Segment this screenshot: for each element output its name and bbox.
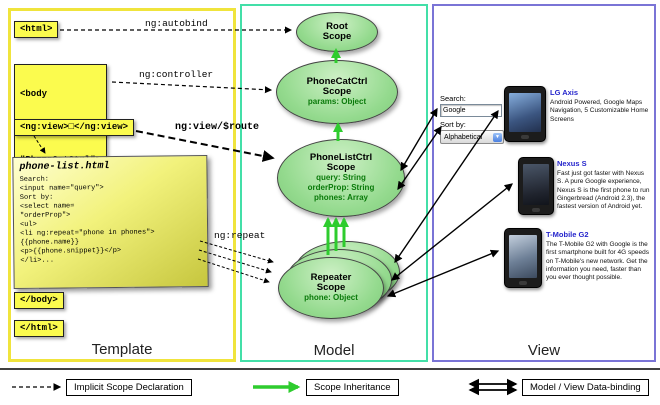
phone-desc: Android Powered, Google Maps Navigation,… <box>550 99 649 123</box>
phone-link[interactable]: Nexus S <box>557 159 587 168</box>
phone-button <box>519 281 527 285</box>
arrow-label-ng-view-route: ng:view/$route <box>175 122 260 133</box>
arrow-label-ng-autobind: ng:autobind <box>145 18 208 29</box>
scope-root: Root Scope <box>296 12 378 52</box>
phone-list-note: phone-list.html Search: <input name="que… <box>12 154 209 290</box>
search-label: Search: <box>440 94 466 103</box>
phone-screen <box>509 235 537 278</box>
sort-select-value: Alphabetical <box>444 133 483 141</box>
phone-row: Nexus S Fast just got faster with Nexus … <box>557 159 651 211</box>
view-form: Search: Google Sort by: Alphabetical ▼ <box>440 94 504 144</box>
panel-label-template: Template <box>91 341 153 358</box>
phone-row: LG Axis Android Powered, Google Maps Nav… <box>550 88 650 124</box>
search-input-value: Google <box>443 107 466 114</box>
scope-name: Repeater Scope <box>310 271 352 293</box>
scope-property: orderProp: String <box>307 183 375 193</box>
scope-name: PhoneListCtrl Scope <box>309 151 373 173</box>
note-title: phone-list.html <box>19 161 110 173</box>
sort-select[interactable]: Alphabetical ▼ <box>440 130 504 144</box>
code-line: </li>... <box>20 256 55 265</box>
scope-property: params: Object <box>307 97 367 107</box>
tag-body-line: <body <box>20 89 48 99</box>
chevron-down-icon: ▼ <box>493 132 502 142</box>
scope-phonecatctrl: PhoneCatCtrl Scope params: Object <box>276 60 398 124</box>
phone-link[interactable]: LG Axis <box>550 88 579 97</box>
phone-image-nexus-s <box>518 157 554 215</box>
tag-html-open: <html> <box>14 21 59 38</box>
phone-desc: The T-Mobile G2 with Google is the first… <box>546 241 649 281</box>
tag-ng-view: <ng:view>□</ng:view> <box>14 119 135 136</box>
phone-button <box>532 208 540 212</box>
tag-body-close: </body> <box>14 292 64 309</box>
scope-property: query: String <box>316 173 366 183</box>
phone-row: T-Mobile G2 The T-Mobile G2 with Google … <box>546 230 651 282</box>
scope-phonelistctrl: PhoneListCtrl Scope query: String orderP… <box>277 139 405 217</box>
scope-property: phones: Array <box>314 193 368 203</box>
scope-name: PhoneCatCtrl Scope <box>306 75 368 97</box>
panel-label-view: View <box>527 342 561 359</box>
legend-scope-inheritance: Scope Inheritance <box>306 379 399 396</box>
arrow-label-ng-controller: ng:controller <box>139 69 214 80</box>
scope-repeater: Repeater Scope phone: Object <box>278 257 384 319</box>
phone-image-lg-axis <box>504 86 546 142</box>
panel-template: Template <box>8 8 236 362</box>
phone-desc: Fast just got faster with Nexus S. A pur… <box>557 170 650 210</box>
arrow-label-ng-repeat: ng:repeat <box>214 230 266 241</box>
legend-model-view-data-binding: Model / View Data-binding <box>522 379 649 396</box>
sort-label: Sort by: <box>440 120 466 129</box>
phone-image-tmobile-g2 <box>504 228 542 288</box>
phone-screen <box>523 164 549 205</box>
scope-name: Root Scope <box>322 20 352 42</box>
scope-property: phone: Object <box>304 293 358 303</box>
tag-html-close: </html> <box>14 320 64 337</box>
phone-link[interactable]: T-Mobile G2 <box>546 230 589 239</box>
phone-screen <box>509 93 541 132</box>
search-input[interactable]: Google <box>440 104 502 117</box>
legend-implicit-scope-declaration: Implicit Scope Declaration <box>66 379 192 396</box>
panel-label-model: Model <box>313 342 355 359</box>
phone-button <box>521 135 529 139</box>
